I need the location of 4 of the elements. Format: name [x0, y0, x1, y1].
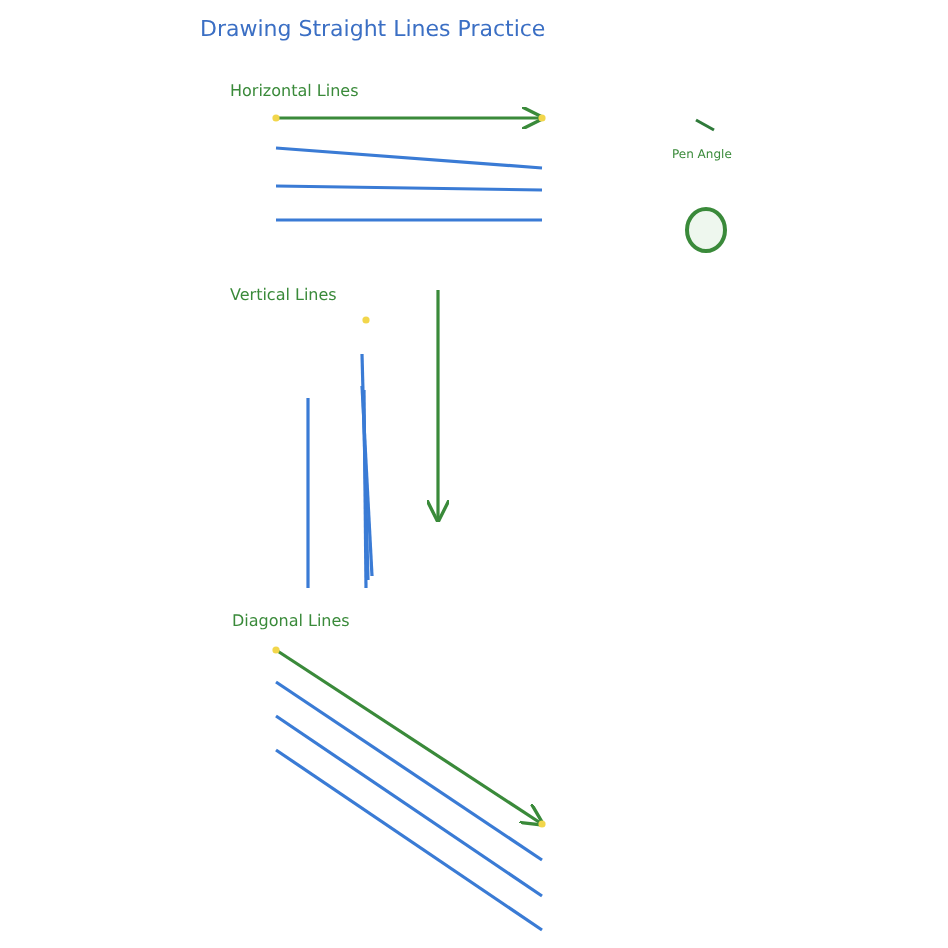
section-label: Diagonal Lines	[232, 612, 350, 630]
title: Drawing Straight Lines Practice	[200, 16, 546, 42]
section-label: Horizontal Lines	[230, 82, 359, 100]
section-label: Vertical Lines	[230, 286, 337, 304]
